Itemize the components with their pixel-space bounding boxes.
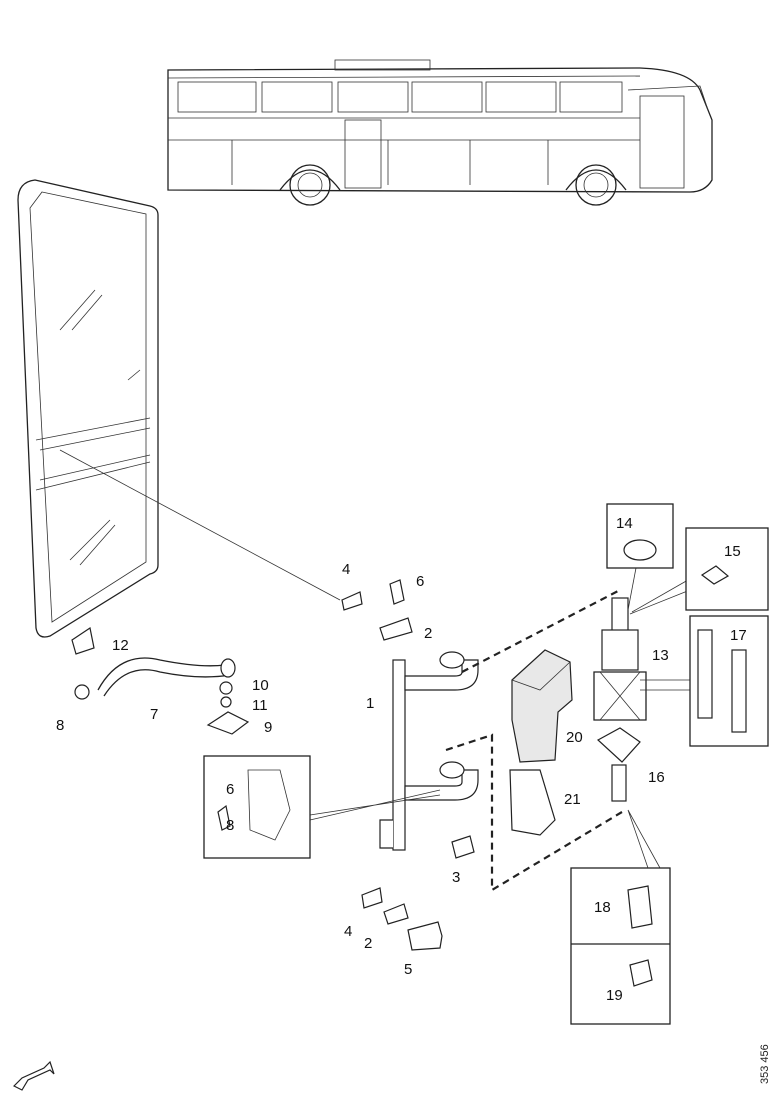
callout-4: 4 (342, 561, 350, 578)
callout-6: 6 (226, 781, 234, 798)
callout-2: 2 (424, 625, 432, 642)
clip-8-part (217, 804, 231, 831)
callout-11: 11 (252, 697, 268, 714)
callout-4: 4 (344, 923, 352, 940)
callout-1: 1 (366, 695, 374, 712)
clip-3 (451, 835, 475, 859)
connector-15-part (700, 565, 730, 585)
callout-13: 13 (652, 647, 669, 664)
leader-line (627, 567, 637, 611)
callout-19: 19 (606, 987, 623, 1004)
callout-14: 14 (616, 515, 633, 532)
cap-14-part (623, 539, 657, 561)
callout-17: 17 (730, 627, 747, 644)
door-window-panel (17, 179, 159, 638)
callout-21: 21 (564, 791, 581, 808)
washer-container (509, 649, 573, 836)
valve-18-part (627, 885, 653, 929)
filter-17-part-a (697, 629, 713, 719)
callout-10: 10 (252, 677, 269, 694)
detail-box-18-19 (570, 867, 671, 1025)
detail-box-8 (203, 755, 311, 859)
leader-line (59, 449, 341, 601)
callout-6: 6 (416, 573, 424, 590)
callout-8: 8 (226, 817, 234, 834)
reference-code: 353 456 (759, 1044, 771, 1084)
hose-assembly (71, 627, 250, 735)
fitting-19-part (629, 959, 653, 987)
bus-illustration (167, 59, 713, 206)
callout-8: 8 (56, 717, 64, 734)
dashed-connector (445, 733, 623, 892)
leader-line (629, 589, 691, 615)
pipe-assembly (379, 651, 479, 851)
callout-5: 5 (404, 961, 412, 978)
callout-2: 2 (364, 935, 372, 952)
detail-box-15 (685, 527, 769, 611)
leader-line (631, 579, 689, 613)
clip-6-top (389, 579, 405, 605)
callout-12: 12 (112, 637, 129, 654)
callout-3: 3 (452, 869, 460, 886)
dashed-connector (461, 589, 621, 673)
bracket-2-top (379, 617, 413, 641)
callout-20: 20 (566, 729, 583, 746)
detail-8-part (247, 769, 291, 841)
callout-16: 16 (648, 769, 665, 786)
callout-9: 9 (264, 719, 272, 736)
bracket-5 (407, 921, 443, 951)
direction-arrow-icon (12, 1060, 55, 1091)
callout-7: 7 (150, 706, 158, 723)
callout-15: 15 (724, 543, 741, 560)
leader-line (640, 679, 692, 691)
bracket-4-top (341, 591, 363, 611)
leader-line (627, 809, 661, 869)
bracket-2-bottom (383, 903, 409, 925)
callout-18: 18 (594, 899, 611, 916)
pump-assembly (593, 597, 647, 802)
bracket-4-bottom (361, 887, 383, 909)
filter-17-part-b (731, 649, 747, 733)
leader-line (309, 789, 441, 821)
